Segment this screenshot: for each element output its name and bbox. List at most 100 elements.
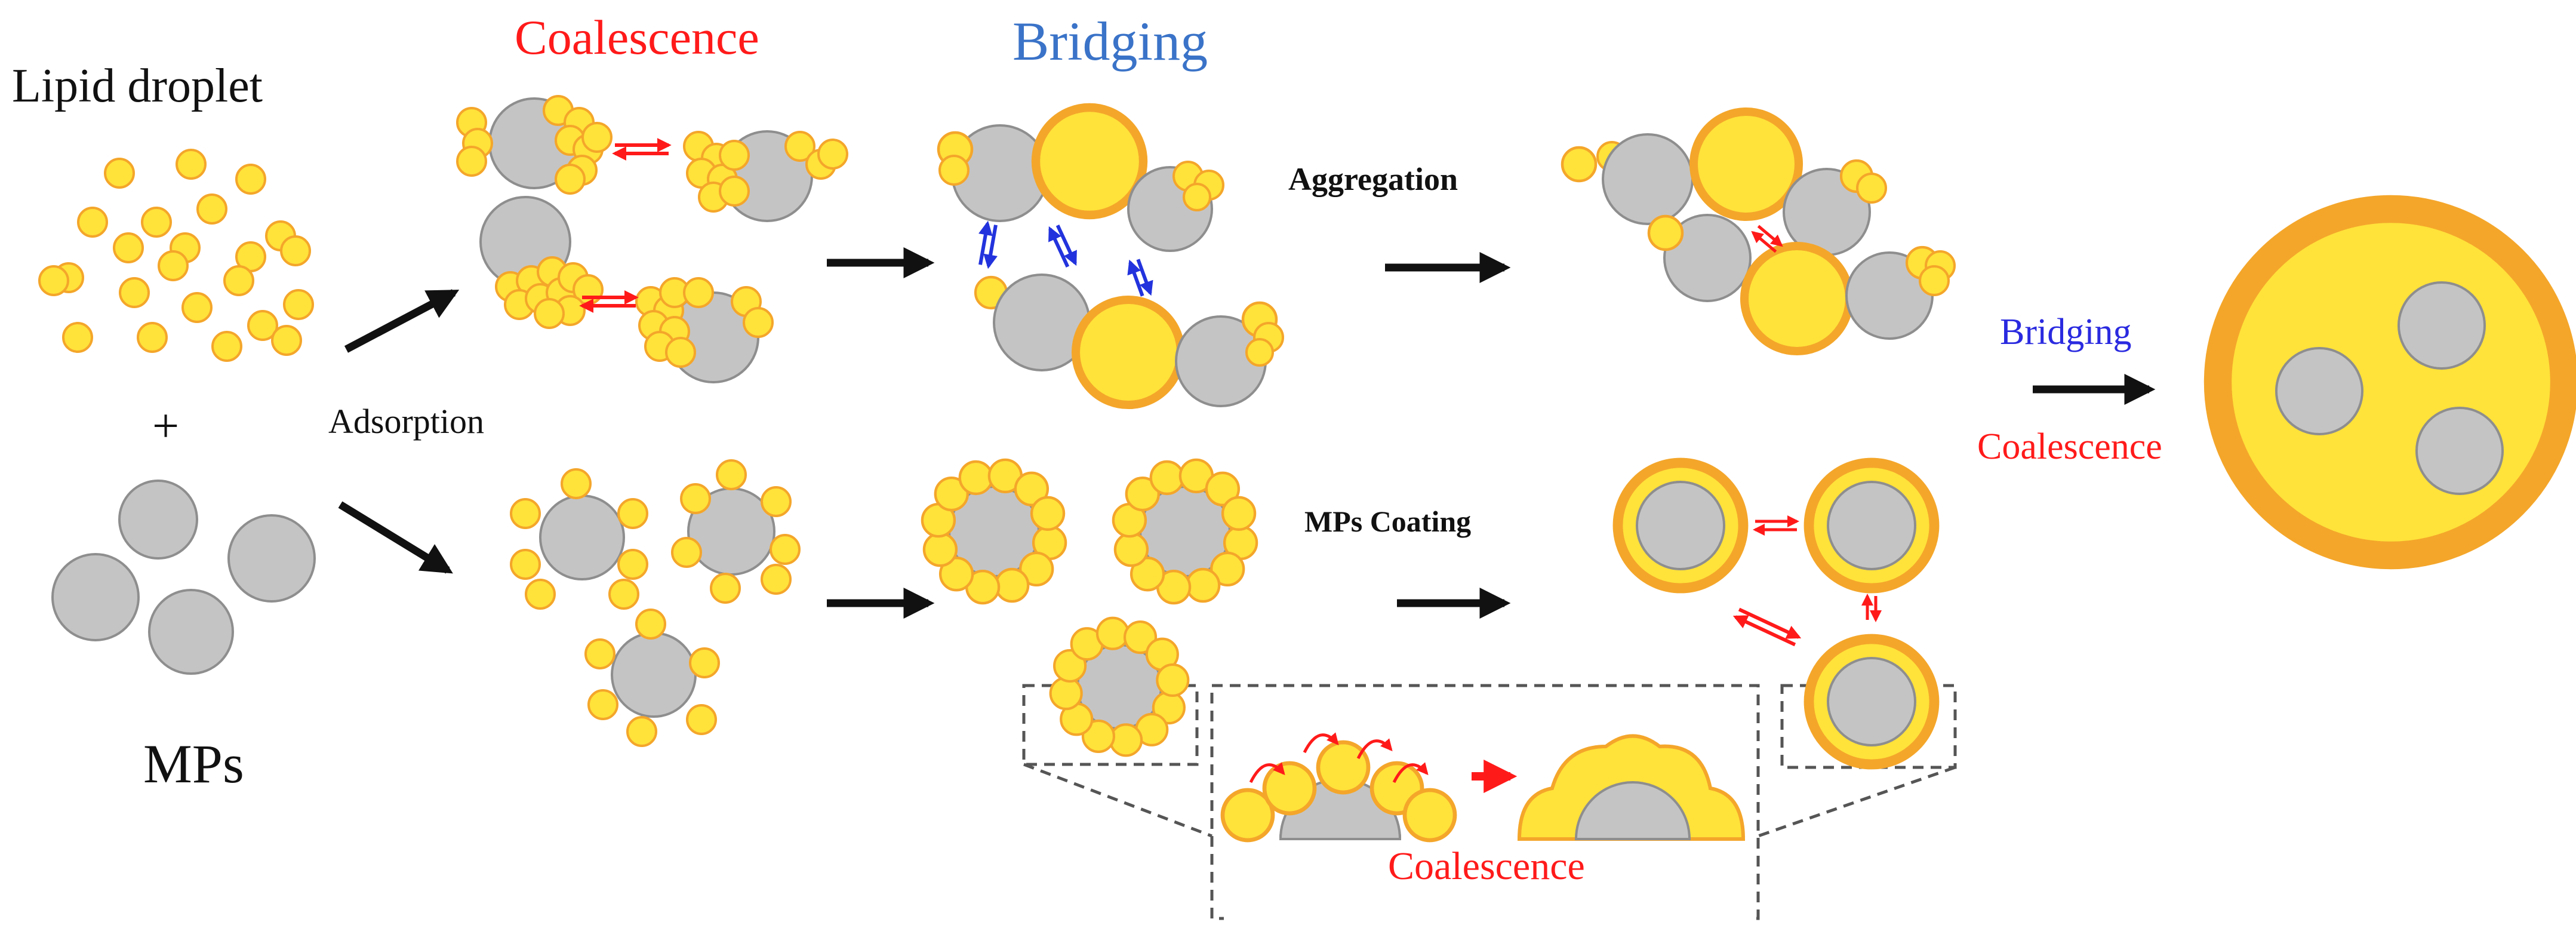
lipid-droplet — [995, 567, 1030, 603]
free-lipid-droplet — [77, 207, 108, 238]
microplastic-particle — [2398, 281, 2486, 370]
free-lipid-droplet — [113, 232, 144, 263]
microplastic-particle — [2275, 347, 2363, 435]
lipid-droplet — [581, 122, 613, 153]
lipid-droplet — [1071, 295, 1186, 410]
lipid-droplet — [635, 609, 666, 640]
lipid-droplet — [1031, 103, 1148, 220]
lipid-droplet — [1205, 471, 1241, 506]
lipid-droplet — [555, 164, 586, 195]
fusion-arrow-icon — [1392, 762, 1429, 783]
lipid-droplet — [1049, 677, 1083, 711]
lipid-droplet — [1856, 173, 1887, 204]
inset-detail-box — [1210, 684, 1760, 920]
free-microplastic — [148, 589, 234, 675]
lipid-droplet — [938, 155, 970, 186]
lipid-droplet — [584, 638, 615, 669]
equilibrium-arrow-icon — [983, 225, 998, 269]
fusion-arrow-icon — [1303, 732, 1339, 754]
fusion-arrow-icon — [1356, 738, 1393, 760]
equilibrium-arrow-icon — [1738, 607, 1802, 639]
free-microplastic — [227, 514, 316, 603]
equilibrium-arrow-icon — [1732, 615, 1796, 647]
lipid-droplet — [1156, 663, 1190, 697]
lipid-droplet — [1123, 620, 1158, 655]
free-lipid-droplet — [141, 207, 172, 238]
free-microplastic — [118, 480, 198, 560]
adsorption-label: Adsorption — [328, 402, 484, 441]
free-lipid-droplet — [283, 289, 314, 320]
equilibrium-arrow-icon — [978, 220, 993, 265]
lipid-droplet — [1220, 788, 1275, 843]
lipid-droplet — [683, 277, 714, 308]
equilibrium-arrow-icon — [1048, 226, 1070, 268]
lipid-droplet — [1113, 532, 1149, 567]
inset-clip — [1224, 839, 1749, 923]
lipid-droplet — [1019, 551, 1054, 587]
lipid-droplet — [1081, 719, 1116, 753]
lipid-droplet — [770, 534, 801, 565]
lipid-droplet — [617, 498, 648, 529]
coalescence-inset-label: Coalescence — [1388, 844, 1585, 888]
lipid-droplet — [626, 716, 657, 747]
lipid-droplet — [686, 704, 717, 735]
inset-connector — [1758, 766, 1956, 838]
free-lipid-droplet — [62, 322, 93, 353]
free-lipid-droplet — [137, 322, 168, 353]
lipid-droplet — [817, 139, 848, 170]
inset-connector — [1023, 763, 1212, 838]
lipid-droplet — [1689, 107, 1803, 222]
microplastic-particle — [1663, 214, 1752, 302]
lipid-droplet — [1109, 723, 1143, 757]
free-lipid-droplet — [176, 149, 207, 180]
aggregation-label: Aggregation — [1288, 161, 1458, 197]
lipid-droplet — [1647, 214, 1684, 251]
lipid-droplet — [716, 459, 747, 490]
lipid-droplet — [1262, 761, 1317, 816]
free-microplastic — [51, 553, 140, 641]
free-lipid-droplet — [38, 265, 69, 296]
lipid-droplet — [958, 460, 993, 496]
lipid-droplet — [608, 579, 639, 610]
lipid-droplet — [1919, 265, 1950, 296]
lipid-droplet — [934, 476, 969, 512]
lipid-droplet — [561, 468, 592, 499]
lipid-droplet — [719, 176, 750, 207]
free-lipid-droplet — [211, 331, 242, 362]
lipid-droplet — [1402, 788, 1457, 843]
lipid-droplet — [1149, 460, 1184, 496]
adsorption-arrow-bottom-icon — [338, 501, 453, 574]
equilibrium-arrow-icon — [1757, 225, 1783, 247]
lipid-droplet — [671, 537, 702, 568]
free-lipid-droplet — [247, 310, 278, 341]
lipid-droplet — [525, 579, 556, 610]
arrows — [338, 138, 2156, 793]
lipid-droplet — [456, 146, 487, 177]
free-lipid-droplet — [223, 265, 254, 296]
free-lipid-droplet — [158, 250, 189, 281]
lipid-droplet — [617, 549, 648, 580]
large-lipid-droplet — [2203, 195, 2576, 570]
lipid-droplet — [761, 486, 792, 517]
microplastic-particle — [1827, 657, 1916, 746]
free-lipid-droplet — [280, 235, 311, 266]
lipid-droplet — [510, 549, 541, 580]
lipid-droplet — [761, 564, 792, 595]
microplastic-particle — [1636, 481, 1725, 570]
microplastic-particle — [2415, 407, 2504, 495]
mps-coating-label: MPs Coating — [1304, 505, 1471, 538]
free-lipid-droplet — [196, 193, 227, 225]
lipid-droplet — [719, 140, 750, 171]
microplastic-surface — [1574, 781, 1691, 840]
adsorption-arrow-top-icon — [344, 289, 460, 353]
coalescence-title: Coalescence — [515, 10, 759, 64]
microplastic-particle — [539, 494, 625, 580]
microplastic-particle — [611, 632, 697, 718]
plus-sign: + — [152, 400, 179, 453]
free-lipid-droplet — [235, 164, 266, 195]
lipid-droplet — [1245, 338, 1274, 367]
lipid-droplet — [1030, 496, 1066, 531]
lipid-droplet — [1221, 496, 1257, 531]
lipid-droplet — [1316, 740, 1371, 795]
lipid-droplet — [1561, 146, 1598, 183]
